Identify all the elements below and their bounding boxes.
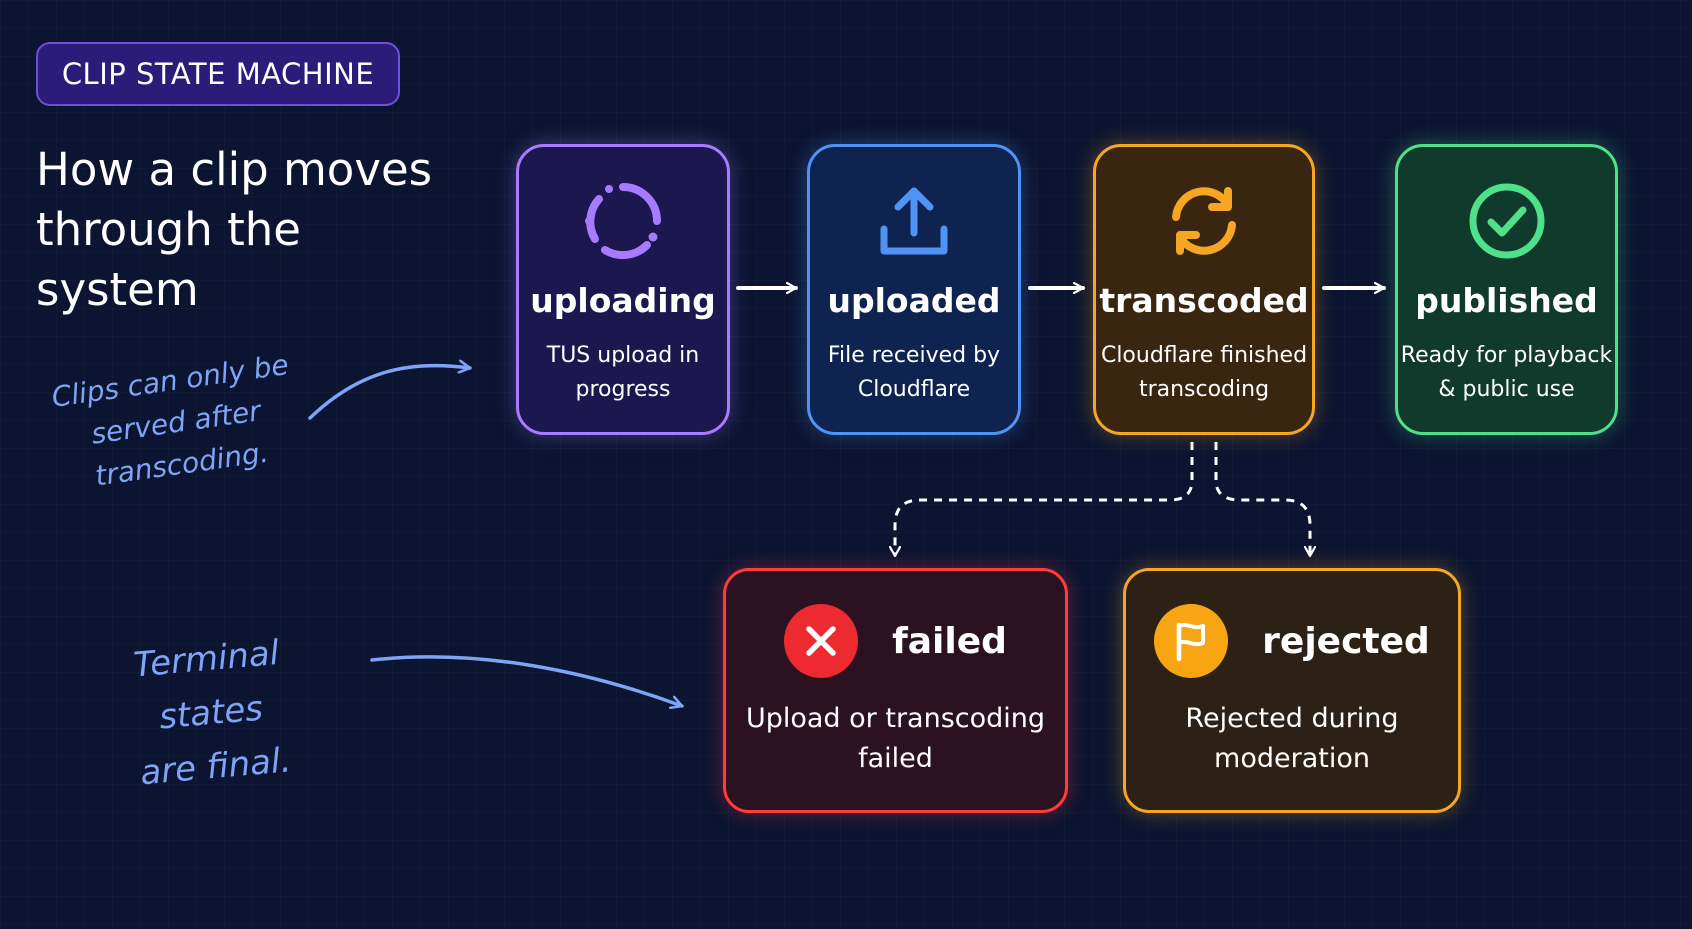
state-description-line-2: progress	[575, 377, 671, 402]
dashed-branch-to-rejected	[1214, 442, 1310, 556]
state-transcoded: transcoded Cloudflare finished transcodi…	[1093, 144, 1315, 435]
state-uploading: uploading TUS upload in progress	[516, 144, 730, 435]
annotation-arrow-terminal	[370, 655, 684, 706]
flag-icon	[1154, 604, 1229, 678]
state-description-line-1: Ready for playback	[1400, 343, 1613, 368]
state-name: uploading	[530, 281, 716, 320]
state-description-line-1: File received by	[827, 343, 1001, 368]
terminal-state-description: Upload or transcoding failed	[736, 699, 1055, 779]
terminal-state-description-line-1: Rejected during	[1185, 703, 1399, 734]
dashed-branch-to-failed	[895, 442, 1194, 556]
title-line-1: How a clip moves	[36, 143, 433, 196]
state-description: TUS upload in progress	[547, 339, 699, 407]
check-circle-icon	[1465, 179, 1549, 263]
diagram-badge: CLIP STATE MACHINE	[36, 42, 400, 106]
x-icon	[784, 604, 859, 678]
state-description: Ready for playback & public use	[1401, 339, 1612, 407]
terminal-state-description-line-2: failed	[858, 743, 933, 774]
terminal-annotation: Terminal states are final.	[79, 621, 342, 804]
state-description-line-1: Cloudflare finished	[1100, 343, 1308, 368]
state-uploaded: uploaded File received by Cloudflare	[807, 144, 1021, 435]
terminal-state-description: Rejected during moderation	[1136, 699, 1448, 779]
terminal-state-description-line-1: Upload or transcoding	[745, 703, 1046, 734]
terminal-state-failed: failed Upload or transcoding failed	[723, 568, 1068, 813]
state-name: transcoded	[1099, 281, 1309, 320]
state-description-line-1: TUS upload in	[546, 343, 700, 368]
upload-icon	[872, 179, 956, 263]
annotation-arrow-serving	[308, 366, 472, 420]
terminal-state-rejected: rejected Rejected during moderation	[1123, 568, 1461, 813]
state-description: Cloudflare finished transcoding	[1101, 339, 1307, 407]
refresh-icon	[1162, 179, 1246, 263]
serving-annotation: Clips can only be served after transcodi…	[48, 344, 303, 502]
terminal-state-description-line-2: moderation	[1214, 743, 1370, 774]
state-description-line-2: transcoding	[1138, 377, 1270, 402]
state-description-line-2: & public use	[1438, 377, 1575, 402]
terminal-state-name: failed	[892, 620, 1007, 662]
state-name: published	[1415, 281, 1598, 320]
terminal-state-header: failed	[726, 601, 1065, 681]
state-name: uploaded	[827, 281, 1001, 320]
terminal-state-name: rejected	[1262, 620, 1430, 662]
terminal-state-header: rejected	[1126, 601, 1458, 681]
state-description: File received by Cloudflare	[828, 339, 1000, 407]
diagram-title: How a clip moves through the system	[36, 140, 456, 320]
state-description-line-2: Cloudflare	[857, 377, 971, 402]
state-published: published Ready for playback & public us…	[1395, 144, 1618, 435]
title-line-2: through the system	[36, 203, 301, 316]
loading-spinner-icon	[581, 179, 665, 263]
